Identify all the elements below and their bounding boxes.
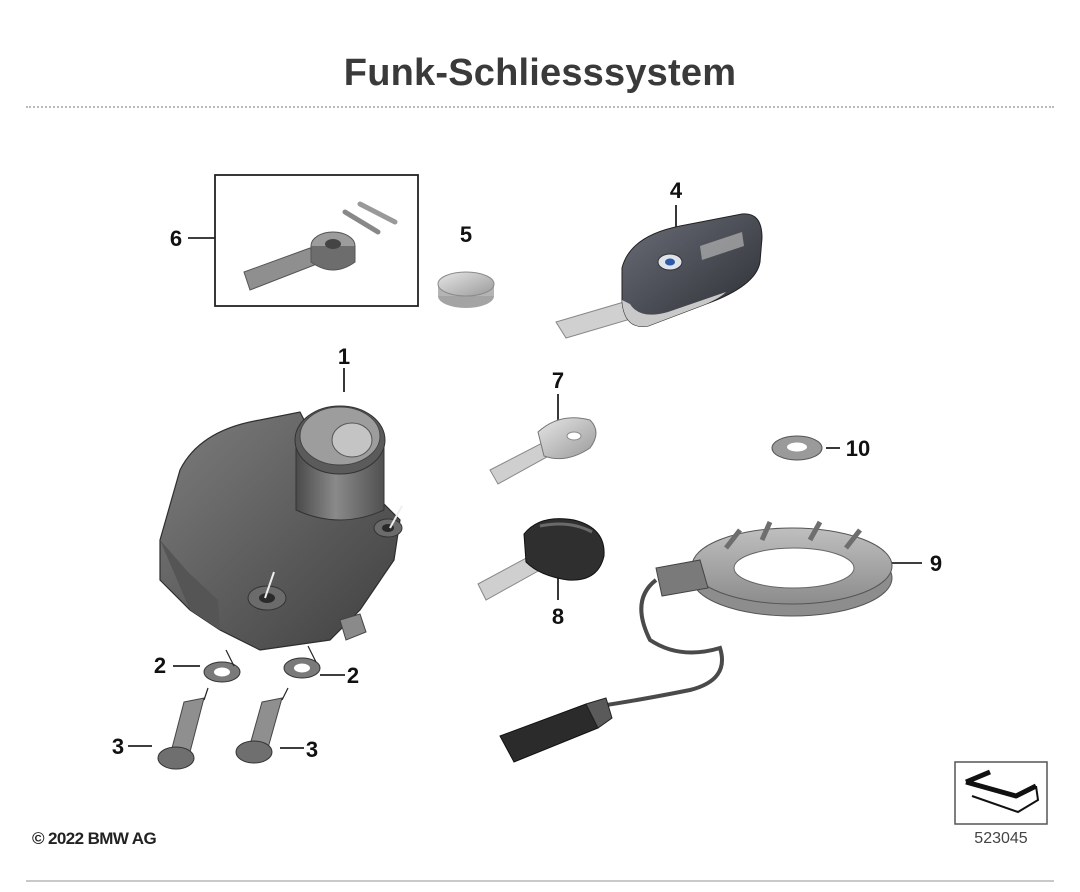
part-1-ignition-switch — [159, 368, 403, 651]
callout-7: 7 — [552, 368, 564, 393]
callout-9: 9 — [930, 551, 942, 576]
callout-2-left: 2 — [154, 653, 166, 678]
part-3-screws — [128, 687, 304, 770]
part-9-antenna-ring — [499, 520, 922, 763]
part-4-key-fob — [555, 205, 763, 339]
callout-4: 4 — [670, 178, 683, 203]
part-7-mechanical-key — [489, 394, 597, 485]
callout-1: 1 — [338, 344, 350, 369]
copyright-text: © 2022 BMW AG — [32, 829, 157, 848]
callout-3-left: 3 — [112, 734, 124, 759]
callout-2-right: 2 — [347, 663, 359, 688]
diagram-number: 523045 — [974, 830, 1028, 847]
part-10-clip — [771, 435, 840, 461]
callout-10: 10 — [846, 436, 870, 461]
title-divider — [26, 106, 1054, 108]
callout-8: 8 — [552, 604, 564, 629]
part-5-coin-battery — [437, 271, 495, 308]
callout-5: 5 — [460, 222, 472, 247]
part-2-washers — [173, 645, 345, 683]
reference-symbol-icon — [954, 761, 1048, 825]
page-title: Funk-Schliesssystem — [343, 52, 737, 94]
callout-3-right: 3 — [306, 737, 318, 762]
part-8-key-with-transponder — [477, 518, 605, 601]
footer-divider — [26, 880, 1054, 882]
part-6-lever-kit — [188, 174, 419, 307]
callout-6: 6 — [170, 226, 182, 251]
